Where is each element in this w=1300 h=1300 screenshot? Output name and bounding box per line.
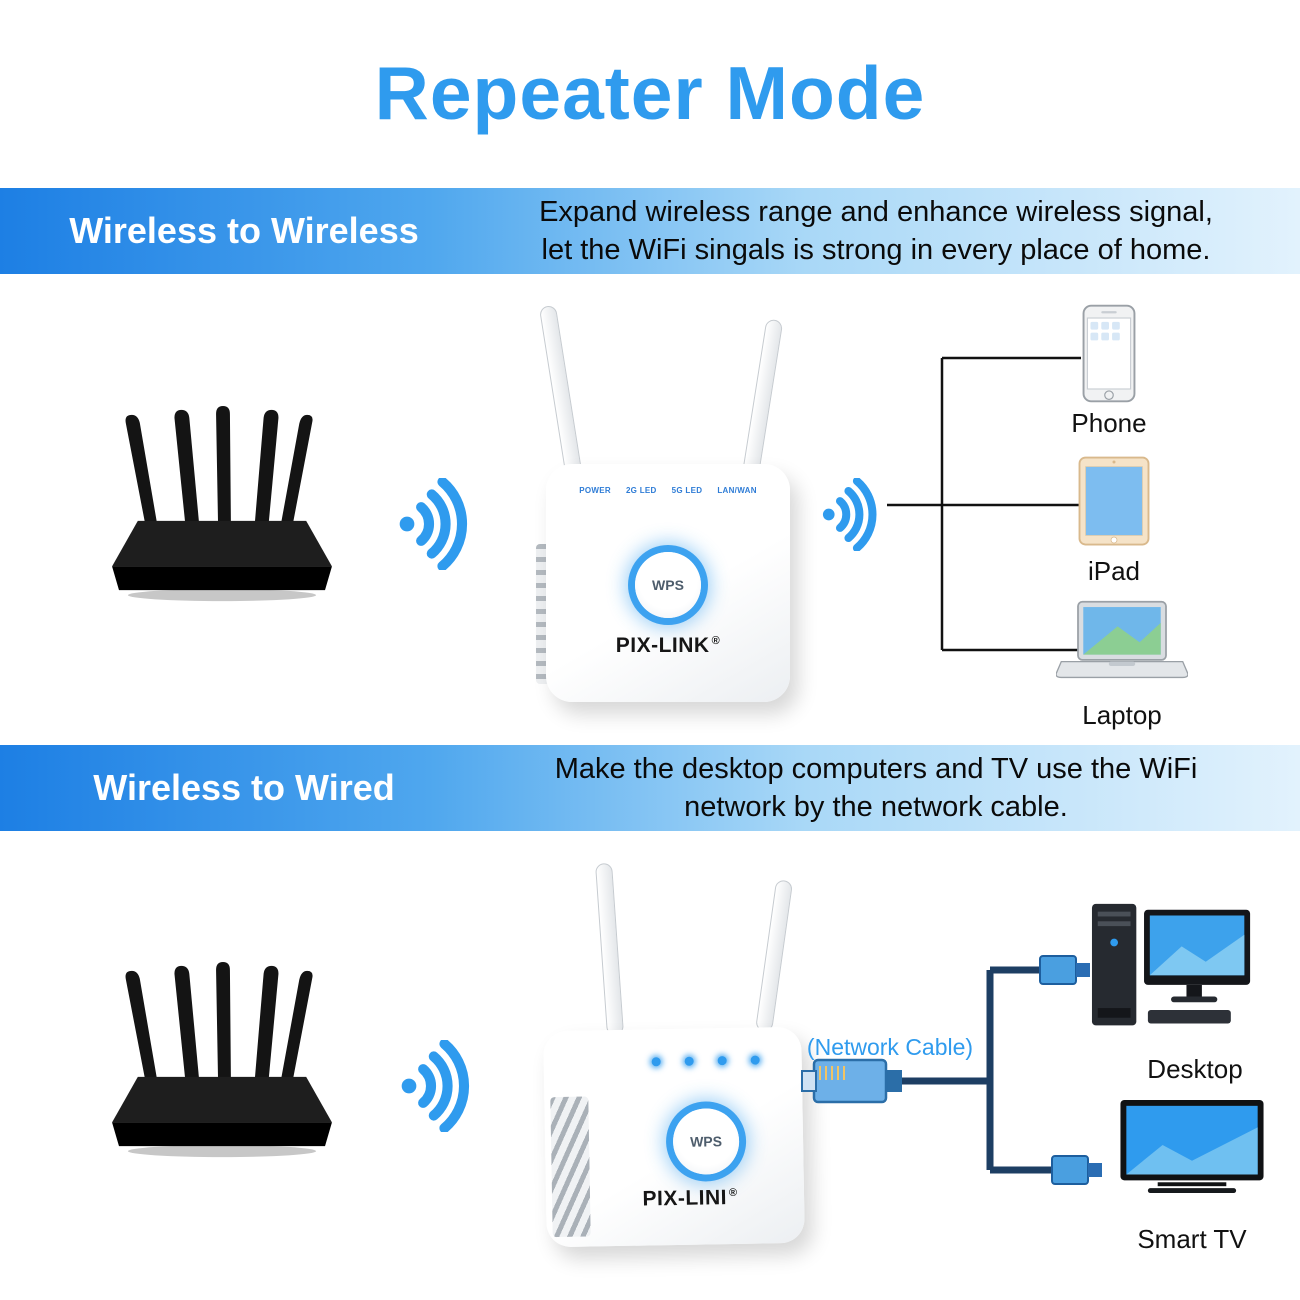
led-label-row: POWER 2G LED 5G LED LAN/WAN <box>546 486 790 495</box>
ipad-label: iPad <box>1087 556 1141 586</box>
network-cable-icon <box>801 955 1102 1185</box>
brand-label: PIX-LINK® <box>546 634 790 658</box>
led-label-power: POWER <box>579 486 611 495</box>
brand-label: PIX-LINI® <box>576 1185 804 1213</box>
registered-mark: ® <box>711 635 721 647</box>
section1-description-line1: Expand wireless range and enhance wirele… <box>539 196 1213 228</box>
laptop-icon <box>1056 600 1188 679</box>
page-title: Repeater Mode <box>374 51 926 135</box>
led-indicator-row <box>651 1055 760 1067</box>
section1-description-line2: let the WiFi singals is strong in every … <box>541 234 1211 266</box>
section1-description: Expand wireless range and enhance wirele… <box>470 188 1282 274</box>
section2-description: Make the desktop computers and TV use th… <box>470 745 1282 831</box>
antenna-left <box>595 862 624 1036</box>
smart-tv-icon <box>1120 1099 1264 1194</box>
laptop-label: Laptop <box>1082 700 1162 730</box>
device-connection-lines <box>887 356 1081 652</box>
led-label-2g: 2G LED <box>625 486 657 495</box>
wps-button: WPS <box>635 552 701 618</box>
led-dot <box>684 1056 694 1066</box>
antenna-right <box>742 318 784 476</box>
antenna-right <box>755 879 794 1033</box>
repeater-body: WPS PIX-LINI® <box>543 1026 805 1248</box>
banner-wireless-to-wired: Wireless to Wired Make the desktop compu… <box>0 745 1300 831</box>
banner-wireless-to-wireless: Wireless to Wireless Expand wireless ran… <box>0 188 1300 274</box>
section1-heading: Wireless to Wireless <box>69 210 419 251</box>
repeater-device-front: POWER 2G LED 5G LED LAN/WAN WPS PIX-LINK… <box>528 298 808 718</box>
smart-tv-label: Smart TV <box>1137 1224 1247 1254</box>
network-cable-label: (Network Cable) <box>806 1034 974 1060</box>
desktop-icon <box>1091 903 1251 1026</box>
wifi-signal-icon <box>822 478 877 551</box>
wifi-signal-icon <box>399 478 468 570</box>
repeater-body: POWER 2G LED 5G LED LAN/WAN WPS PIX-LINK… <box>546 464 790 702</box>
led-label-5g: 5G LED <box>671 486 703 495</box>
led-dot <box>651 1057 661 1067</box>
phone-icon <box>1082 304 1136 403</box>
section2-heading: Wireless to Wired <box>93 767 395 808</box>
registered-mark: ® <box>728 1186 738 1200</box>
section2-description-line2: network by the network cable. <box>684 791 1068 823</box>
phone-label: Phone <box>1071 408 1147 438</box>
led-dot <box>750 1055 760 1065</box>
wifi-signal-icon <box>401 1040 470 1132</box>
section2-description-line1: Make the desktop computers and TV use th… <box>554 753 1198 785</box>
router-icon <box>112 405 332 602</box>
brand-text: PIX-LINK <box>615 634 710 657</box>
wps-button: WPS <box>672 1107 740 1176</box>
ipad-icon <box>1078 456 1150 546</box>
desktop-label: Desktop <box>1147 1054 1243 1084</box>
led-label-lanwan: LAN/WAN <box>717 486 757 495</box>
brand-text: PIX-LINI <box>642 1186 728 1211</box>
repeater-device-side: WPS PIX-LINI® <box>535 855 825 1290</box>
side-vent-grille <box>550 1096 591 1238</box>
led-dot <box>717 1056 727 1066</box>
antenna-left <box>538 304 583 480</box>
router-icon <box>112 961 332 1158</box>
